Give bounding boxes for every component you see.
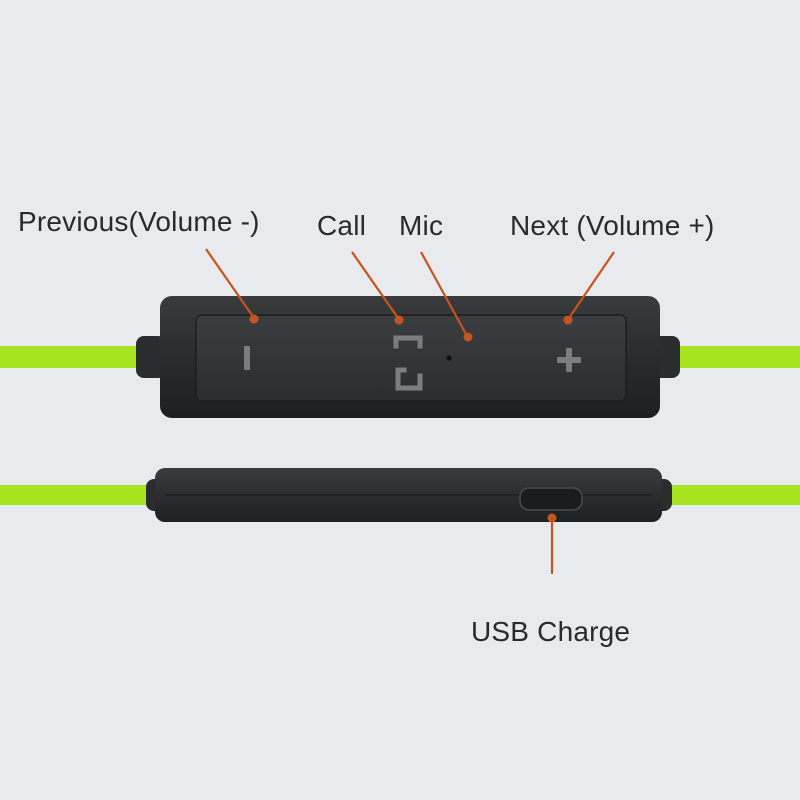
label-mic: Mic [399,210,444,241]
leader-usb-dot [547,513,557,523]
label-next: Next (Volume +) [510,210,715,241]
end-cap-left-top [136,336,166,378]
mic-hole-icon [446,355,452,361]
leader-previous-dot [249,314,259,324]
leader-call [351,251,399,319]
usb-port-icon[interactable] [519,487,583,511]
leader-lines [205,248,615,574]
plus-icon[interactable] [557,348,581,372]
leader-next [568,251,615,319]
leader-previous [205,248,255,319]
button-panel [195,314,627,402]
leader-next-dot [563,315,573,325]
cable-right-bottom [660,485,800,505]
cable-left-bottom [0,485,160,505]
cable-left-top [0,346,150,368]
label-usb-charge: USB Charge [471,616,631,647]
leader-call-dot [394,315,404,325]
minus-icon[interactable] [244,346,250,370]
phone-handset-icon[interactable] [393,335,423,391]
cable-right-top [670,346,800,368]
leader-mic [420,251,468,337]
label-call: Call [317,210,367,241]
leader-mic-dot [463,332,473,342]
label-previous: Previous(Volume -) [18,206,260,237]
